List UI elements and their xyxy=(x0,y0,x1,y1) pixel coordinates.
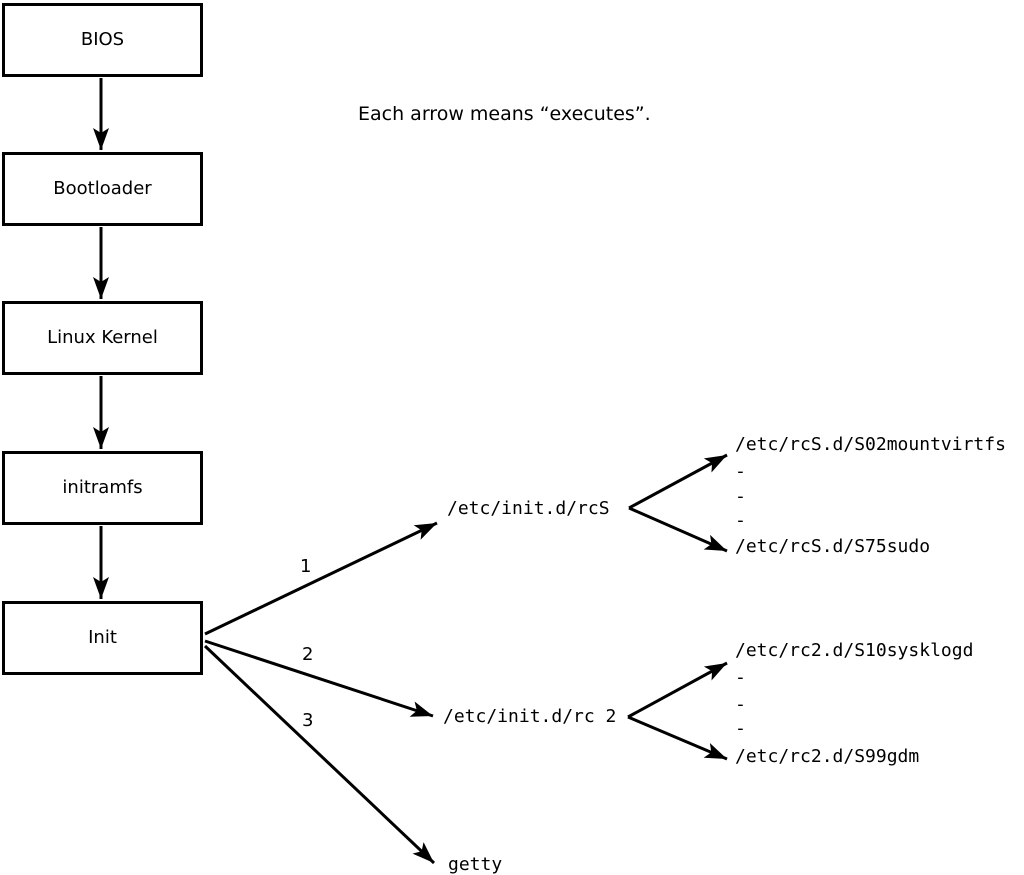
node-linux-kernel-label: Linux Kernel xyxy=(47,327,158,348)
node-bootloader-label: Bootloader xyxy=(53,178,152,199)
branch-3-number: 3 xyxy=(302,710,314,731)
arrow-init-to-getty xyxy=(203,644,436,865)
node-init: Init xyxy=(2,601,203,675)
node-bios: BIOS xyxy=(2,3,203,77)
node-bootloader: Bootloader xyxy=(2,152,203,226)
node-init-label: Init xyxy=(88,627,117,648)
rcS-child-ellipsis-2: - xyxy=(735,486,746,507)
node-initramfs-label: initramfs xyxy=(62,477,143,498)
arrow-rc2-to-S10sysklogd xyxy=(627,661,728,719)
rcS-child-s75sudo: /etc/rcS.d/S75sudo xyxy=(735,536,931,557)
rc2-child-s10sysklogd: /etc/rc2.d/S10sysklogd xyxy=(735,640,974,661)
rc2-child-ellipsis-3: - xyxy=(735,718,746,739)
rc2-child-ellipsis-1: - xyxy=(735,667,746,688)
legend-note: Each arrow means “executes”. xyxy=(358,103,651,125)
rcS-child-s02mountvirtfs: /etc/rcS.d/S02mountvirtfs xyxy=(735,434,1006,455)
arrow-rc2-to-S99gdm xyxy=(627,715,728,761)
target-rcS: /etc/init.d/rcS xyxy=(447,498,610,519)
node-linux-kernel: Linux Kernel xyxy=(2,301,203,375)
rc2-child-ellipsis-2: - xyxy=(735,694,746,715)
rcS-child-ellipsis-3: - xyxy=(735,510,746,531)
arrow-rcS-to-S02mountvirtfs xyxy=(628,453,728,510)
branch-1-number: 1 xyxy=(300,556,312,577)
arrow-init-to-rc2 xyxy=(204,639,434,718)
arrow-init-to-rcS xyxy=(204,521,438,636)
arrow-rcS-to-S75sudo xyxy=(628,506,728,553)
rc2-child-s99gdm: /etc/rc2.d/S99gdm xyxy=(735,746,920,767)
node-bios-label: BIOS xyxy=(80,29,125,50)
node-initramfs: initramfs xyxy=(2,451,203,525)
branch-2-number: 2 xyxy=(302,644,314,665)
rcS-child-ellipsis-1: - xyxy=(735,461,746,482)
target-rc2: /etc/init.d/rc 2 xyxy=(443,706,617,727)
target-getty: getty xyxy=(448,854,503,875)
